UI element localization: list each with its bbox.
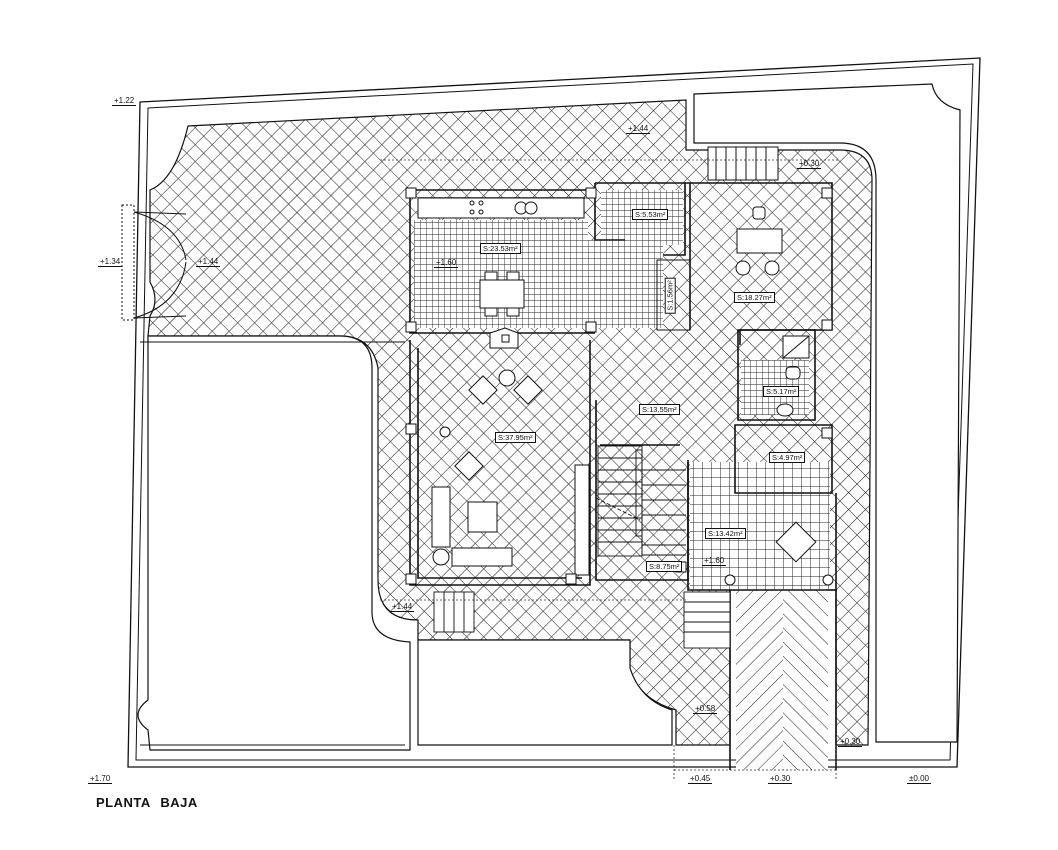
room-area-bathroom: S:5.17m² xyxy=(763,386,800,397)
room-area-storage: S:1.56m² xyxy=(664,277,676,314)
room-area-bedroom: S:4.97m² xyxy=(769,452,806,463)
steps-top xyxy=(707,146,779,181)
level-marker: +1.44 xyxy=(390,602,415,612)
level-marker: +1.70 xyxy=(88,774,113,784)
room-area-kitchen-dining: S:23.53m² xyxy=(480,243,521,254)
room-area-hall: S:13.55m² xyxy=(639,404,680,415)
house xyxy=(405,182,837,770)
staircase xyxy=(595,445,686,557)
level-marker: +1.60 xyxy=(702,556,727,566)
lawn-bottom xyxy=(417,639,673,746)
room-area-office: S:18.27m² xyxy=(734,292,775,303)
level-marker: +0.45 xyxy=(688,774,713,784)
plot-boundary xyxy=(127,57,981,768)
level-marker: +0.30 xyxy=(768,774,793,784)
steps-bottom xyxy=(433,591,731,649)
lawn-left xyxy=(137,335,411,751)
furniture xyxy=(417,197,834,586)
level-marker: +0.58 xyxy=(693,704,718,714)
level-marker: +1.44 xyxy=(196,257,221,267)
level-marker: ±0.00 xyxy=(907,774,931,784)
room-area-porch: S:13.42m² xyxy=(705,528,746,539)
level-marker: +0.30 xyxy=(838,737,863,747)
level-marker: +1.60 xyxy=(434,258,459,268)
level-marker: +0.30 xyxy=(797,159,822,169)
room-area-laundry: S:5.53m² xyxy=(632,209,669,220)
level-marker: +1.22 xyxy=(112,96,137,106)
left-gate xyxy=(121,204,187,321)
lawn-top-right xyxy=(693,83,961,743)
plan-title: PLANTA BAJA xyxy=(96,795,198,810)
level-marker: +1.44 xyxy=(626,124,651,134)
room-area-stairs: S:8.75m² xyxy=(646,561,683,572)
level-marker: +1.34 xyxy=(98,257,123,267)
room-area-living-room: S:37.95m² xyxy=(495,432,536,443)
